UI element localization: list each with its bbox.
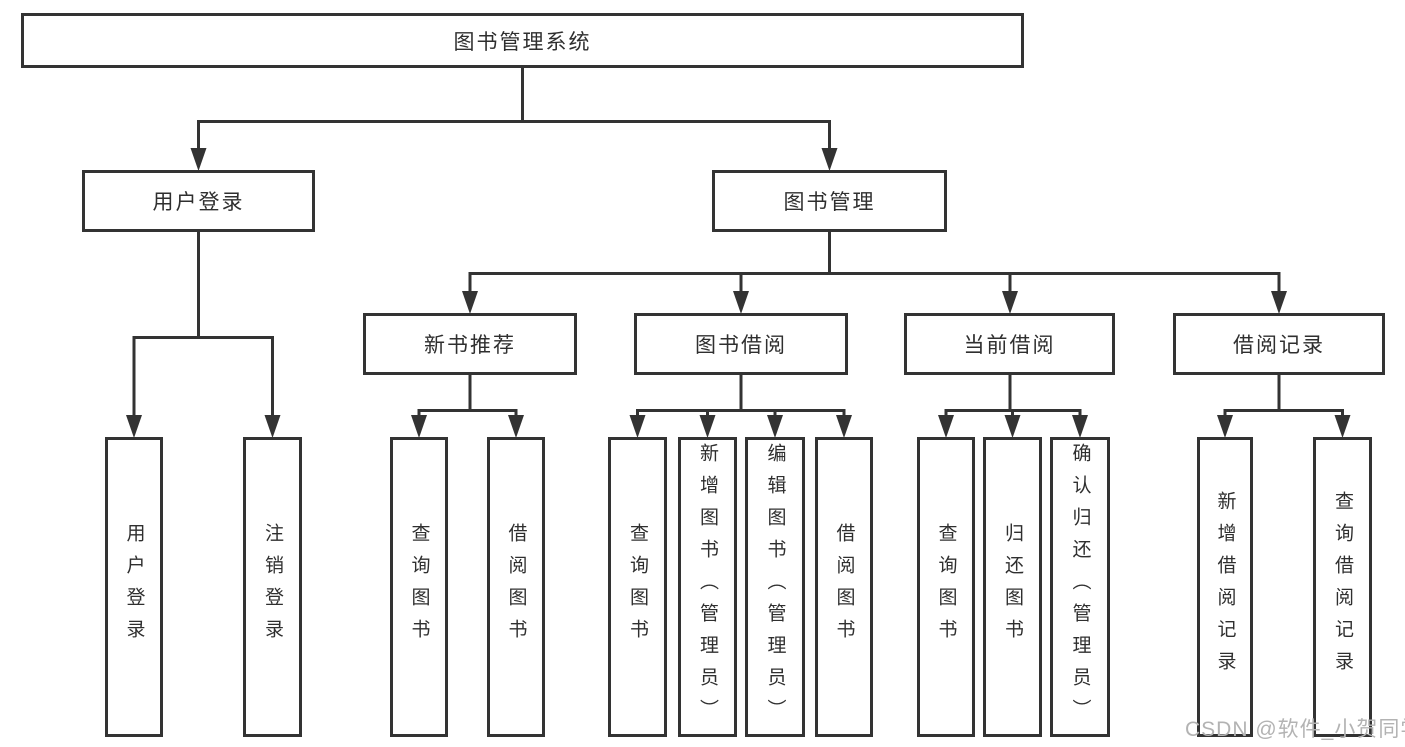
node-borrow-record: 借阅记录 [1173,313,1385,375]
arrowhead-icon [699,415,716,438]
leaf-current-query-books: 查询图书 [917,437,975,737]
leaf-user-login: 用户登录 [105,437,163,737]
book-borrow-to-leaves-lines [636,375,846,416]
arrowhead-icon [1002,291,1018,314]
arrowhead-icon [821,148,838,171]
leaf-current-query-books-label: 查询图书 [935,523,957,651]
leaf-borrow-add-books: 新增图书（管理员） [678,437,737,737]
leaf-current-confirm-return-label: 确认归还（管理员） [1069,443,1091,731]
node-book-borrow: 图书借阅 [634,313,848,375]
arrowhead-icon [1004,415,1021,438]
arrowhead-icon [264,415,281,438]
node-root-label: 图书管理系统 [453,30,592,54]
new-book-rec-to-leaves-lines [417,375,518,416]
arrowhead-icon [836,415,852,438]
arrowhead-icon [190,148,207,171]
node-user-login-label: 用户登录 [152,191,245,214]
leaf-newrec-borrow-books: 借阅图书 [487,437,545,737]
leaf-borrow-edit-books-label: 编辑图书（管理员） [764,443,786,731]
leaf-logout-label: 注销登录 [262,523,283,651]
leaf-logout: 注销登录 [243,437,302,737]
leaf-borrow-add-books-label: 新增图书（管理员） [697,443,718,731]
node-book-mgmt: 图书管理 [712,170,947,232]
node-user-login: 用户登录 [82,170,315,232]
leaf-newrec-borrow-books-label: 借阅图书 [505,523,527,651]
leaf-newrec-query-books: 查询图书 [390,437,448,737]
leaf-current-return-books: 归还图书 [983,437,1042,737]
leaf-user-login-label: 用户登录 [123,523,145,651]
arrowhead-icon [462,291,478,314]
node-current-borrow-label: 当前借阅 [963,334,1056,357]
arrowhead-icon [1072,415,1088,438]
leaf-current-return-books-label: 归还图书 [1002,523,1023,651]
leaf-newrec-query-books-label: 查询图书 [408,523,430,651]
arrowhead-icon [938,415,954,438]
arrowhead-icon [1217,415,1233,438]
node-new-book-rec-label: 新书推荐 [424,334,516,357]
arrowhead-icon [1271,291,1287,314]
arrowhead-icon [629,415,646,438]
node-borrow-record-label: 借阅记录 [1233,334,1325,357]
arrowhead-icon [767,415,783,438]
node-book-borrow-label: 图书借阅 [695,334,787,357]
leaf-current-confirm-return: 确认归还（管理员） [1050,437,1110,737]
node-current-borrow: 当前借阅 [904,313,1115,375]
arrowheads [126,148,1351,438]
user-login-to-leaves-lines [132,232,274,416]
leaf-record-add-record: 新增借阅记录 [1197,437,1253,737]
leaf-borrow-query-books: 查询图书 [608,437,667,737]
book-mgmt-to-level3-lines [468,232,1281,292]
arrowhead-icon [1334,415,1351,438]
arrowhead-icon [733,291,749,314]
leaf-borrow-query-books-label: 查询图书 [627,523,648,651]
current-borrow-to-leaves-lines [944,375,1082,416]
connector-strokes [132,68,1344,416]
leaf-borrow-borrow-books-label: 借阅图书 [833,523,855,651]
borrow-record-to-leaves-lines [1223,375,1344,416]
leaf-borrow-edit-books: 编辑图书（管理员） [745,437,805,737]
node-root: 图书管理系统 [21,13,1024,68]
leaf-record-add-record-label: 新增借阅记录 [1214,491,1236,683]
arrowhead-icon [508,415,524,438]
arrowhead-icon [411,415,427,438]
leaf-record-query-record: 查询借阅记录 [1313,437,1372,737]
node-new-book-rec: 新书推荐 [363,313,577,375]
leaf-record-query-record-label: 查询借阅记录 [1332,491,1353,683]
node-book-mgmt-label: 图书管理 [783,191,876,214]
arrowhead-icon [126,415,142,438]
leaf-borrow-borrow-books: 借阅图书 [815,437,873,737]
root-to-level2-lines [197,68,831,149]
